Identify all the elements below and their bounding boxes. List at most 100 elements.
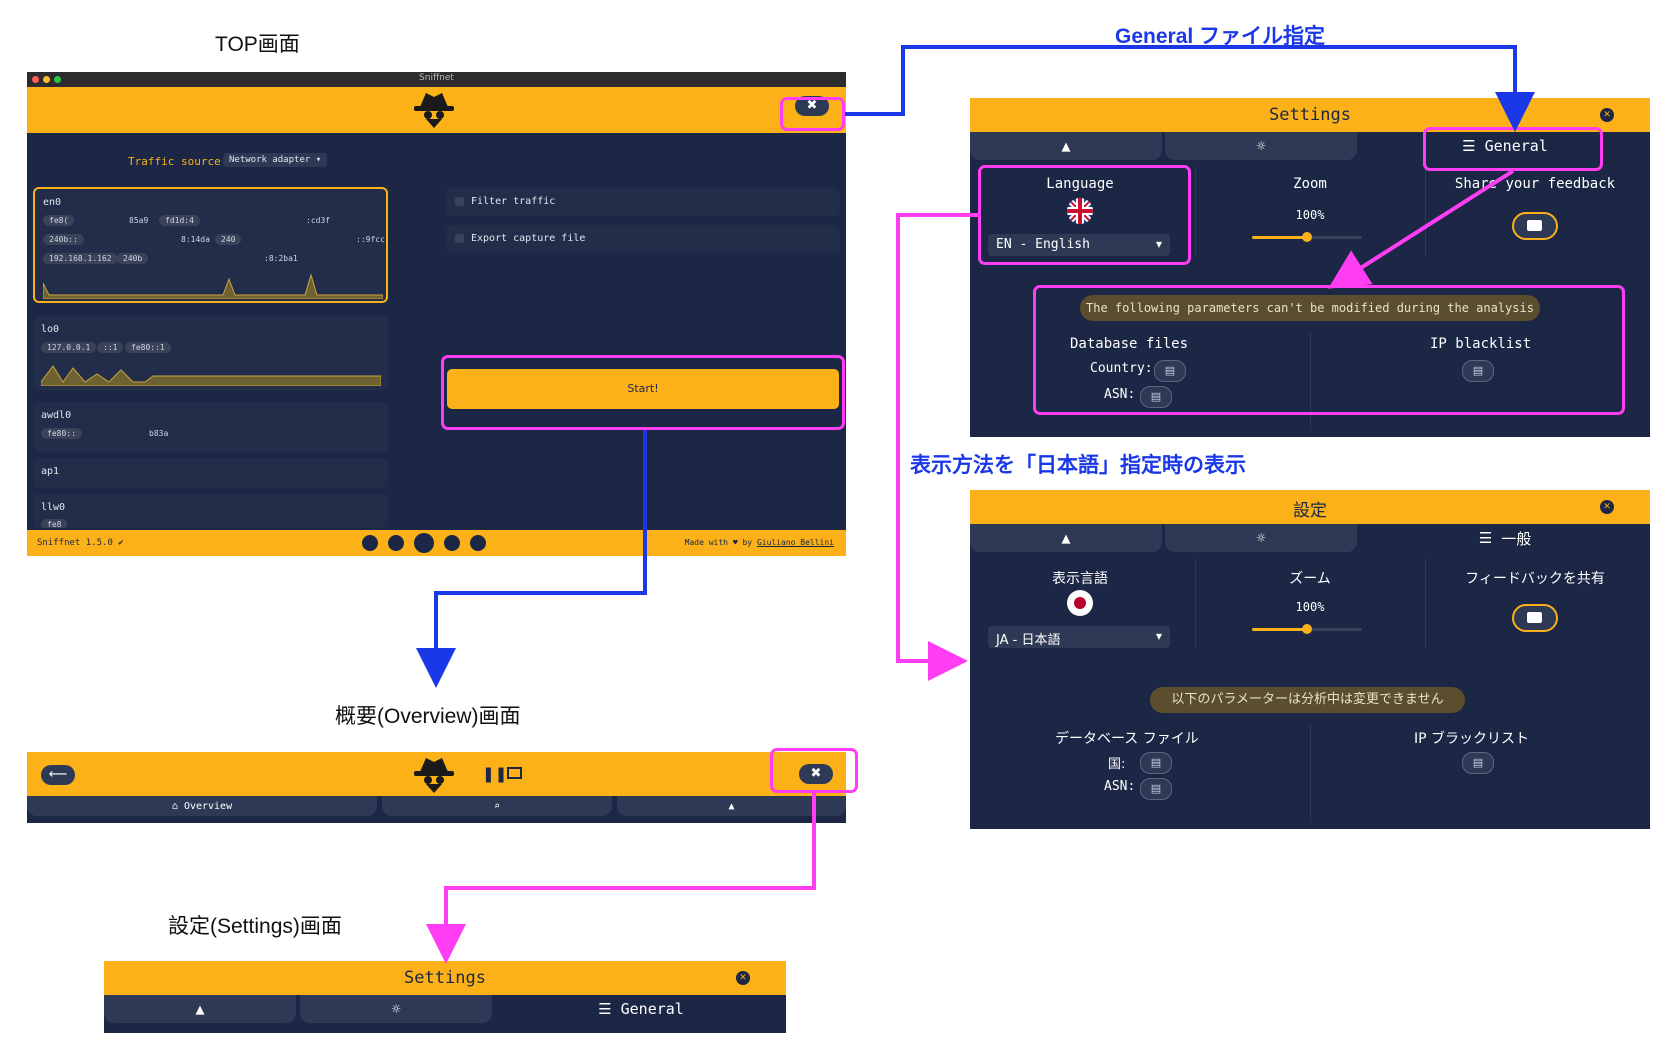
adapter-card-llw0[interactable]: llw0 fe8 <box>33 494 388 528</box>
traffic-source-select[interactable]: Network adapter ▾ <box>223 153 328 167</box>
overview-screen-caption: 概要(Overview)画面 <box>335 705 521 728</box>
top-screen-caption: TOP画面 <box>215 33 300 56</box>
highlight-start <box>441 355 845 430</box>
arrow-to-japanese <box>896 213 978 681</box>
adapter-card-en0[interactable]: en0 fe8( 85a9 fd1d:4 :cd3f 240b:: 8:14da… <box>33 187 388 303</box>
language-select[interactable]: EN - English ▾ <box>988 234 1170 256</box>
author-link[interactable]: Giuliano Bellini <box>756 538 834 547</box>
thumbnail-icon[interactable] <box>507 767 522 779</box>
country-file-button[interactable]: ▤ <box>1154 360 1186 382</box>
settings-title: Settings <box>1269 105 1351 125</box>
filter-checkbox[interactable] <box>455 197 464 206</box>
address-pill: 240b:: <box>43 234 84 245</box>
zoom-slider-handle[interactable] <box>1302 232 1312 242</box>
feedback-label: Share your feedback <box>1454 176 1616 192</box>
tab-notifications[interactable]: ▲ <box>104 995 296 1023</box>
adapter-name: en0 <box>43 197 62 208</box>
settings-ja-tabbar: ▲ ☼ ☰ 一般 <box>970 524 1650 554</box>
asn-file-button[interactable]: ▤ <box>1140 778 1172 800</box>
window-titlebar: Sniffnet <box>27 72 846 87</box>
adapter-card-lo0[interactable]: lo0 127.0.0.1 ::1 fe80::1 <box>33 316 388 390</box>
highlight-top-settings <box>780 97 845 131</box>
divider <box>1310 332 1311 430</box>
tab-general-label: General <box>620 1000 684 1018</box>
close-icon[interactable]: ✕ <box>1600 108 1614 122</box>
arrow-to-readonly <box>1328 169 1515 289</box>
tab-general[interactable]: ☰ General <box>496 995 786 1023</box>
tab-overview[interactable]: ⌂ Overview <box>27 796 377 816</box>
tab-general[interactable]: ☰ 一般 <box>1360 524 1650 552</box>
language-value: JA - 日本語 <box>996 633 1061 648</box>
tab-notifications[interactable]: ▲ <box>970 132 1162 160</box>
export-checkbox[interactable] <box>455 234 464 243</box>
arrow-to-settings <box>426 793 816 964</box>
traffic-sparkline <box>43 273 383 299</box>
filter-traffic-row[interactable]: Filter traffic <box>446 188 840 216</box>
chat-bubble-icon <box>1527 612 1542 623</box>
pause-icon[interactable]: ❚❚ <box>482 765 508 783</box>
country-label: Country: <box>1090 361 1153 376</box>
minimize-dot-icon[interactable] <box>43 76 50 83</box>
ip-blacklist-label: IP ブラックリスト <box>1414 731 1530 747</box>
tab-appearance[interactable]: ☼ <box>1165 132 1357 160</box>
address-pill: :8:2ba1 <box>264 254 298 263</box>
ip-blacklist-file-button[interactable]: ▤ <box>1462 360 1494 382</box>
settings-en-header: Settings ✕ <box>970 98 1650 132</box>
address-pill: ::1 <box>97 342 124 353</box>
language-select[interactable]: JA - 日本語 ▾ <box>988 626 1170 648</box>
language-value: EN - English <box>996 237 1090 252</box>
zoom-slider-fill <box>1252 236 1307 239</box>
top-window: Sniffnet ✖ Traffic source Network adapte… <box>27 72 846 556</box>
zoom-slider[interactable] <box>1252 232 1362 242</box>
sun-icon: ☼ <box>1256 137 1266 155</box>
adapter-name: awdl0 <box>41 410 72 421</box>
tab-notifications[interactable]: ▲ <box>970 524 1162 552</box>
chevron-down-icon: ▾ <box>315 155 322 165</box>
address-pill: fe80::1 <box>125 342 171 353</box>
sponsor-heart-icon[interactable] <box>470 535 486 551</box>
close-dot-icon[interactable] <box>32 76 39 83</box>
database-files-label: Database files <box>1070 336 1189 352</box>
adapter-card-ap1[interactable]: ap1 <box>33 458 388 488</box>
close-icon[interactable]: ✕ <box>736 971 750 985</box>
tab-appearance[interactable]: ☼ <box>300 995 492 1023</box>
settings-ja-panel: 設定 ✕ ▲ ☼ ☰ 一般 表示言語 JA - 日本語 ▾ ズーム 100% フ… <box>970 490 1650 829</box>
divider <box>1425 558 1426 648</box>
tab-notifications[interactable]: ▲ <box>617 796 846 816</box>
list-icon: ☰ <box>1462 137 1476 155</box>
address-pill: 240 <box>215 234 242 245</box>
address-pill: 127.0.0.1 <box>41 342 97 353</box>
zoom-slider[interactable] <box>1252 624 1362 634</box>
divider <box>1425 166 1426 256</box>
file-icon: ▤ <box>1150 390 1162 403</box>
export-capture-row[interactable]: Export capture file <box>446 225 840 253</box>
address-pill: 192.168.1.162 <box>43 253 118 264</box>
small-settings-header: Settings ✕ <box>104 961 786 995</box>
github-icon[interactable] <box>414 533 434 553</box>
feedback-button[interactable] <box>1512 604 1558 632</box>
tab-appearance[interactable]: ☼ <box>1165 524 1357 552</box>
tab-inspect[interactable]: ⌕ <box>382 796 612 816</box>
ip-blacklist-file-button[interactable]: ▤ <box>1462 752 1494 774</box>
zoom-dot-icon[interactable] <box>54 76 61 83</box>
feedback-button[interactable] <box>1512 212 1558 240</box>
start-button[interactable]: Start! <box>447 369 839 409</box>
lightbulb-icon[interactable] <box>362 535 378 551</box>
zoom-slider-handle[interactable] <box>1302 624 1312 634</box>
asn-file-button[interactable]: ▤ <box>1140 386 1172 408</box>
settings-title: 設定 <box>1293 501 1327 521</box>
rss-icon[interactable] <box>444 535 460 551</box>
book-icon[interactable] <box>388 535 404 551</box>
adapter-card-awdl0[interactable]: awdl0 fe80:: b83a <box>33 402 388 452</box>
back-button[interactable]: ⟵ <box>41 765 75 785</box>
address-pill: fd1d:4 <box>159 215 200 226</box>
close-icon[interactable]: ✕ <box>1600 500 1614 514</box>
address-pill: b83a <box>149 429 169 438</box>
overview-settings-button[interactable]: ✖ <box>799 764 833 784</box>
highlight-overview-settings <box>770 748 858 793</box>
country-file-button[interactable]: ▤ <box>1140 752 1172 774</box>
top-settings-button[interactable]: ✖ <box>795 96 829 116</box>
export-capture-label: Export capture file <box>471 233 586 244</box>
list-icon: ☰ <box>598 1000 612 1018</box>
